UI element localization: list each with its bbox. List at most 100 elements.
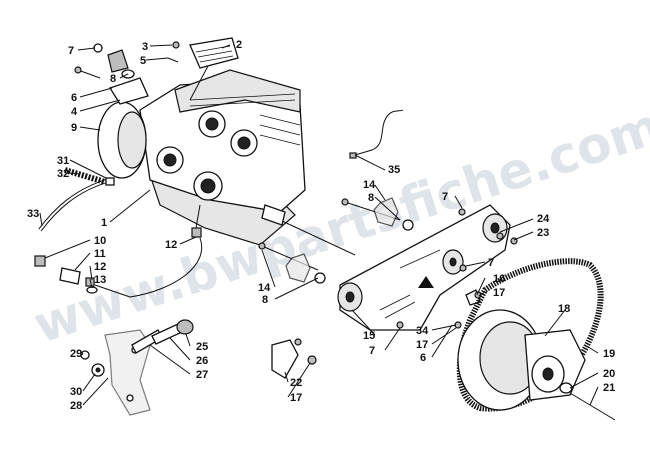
drive-clutch-assembly	[456, 258, 616, 421]
callout-23: 23	[537, 227, 549, 239]
callout-15: 15	[363, 330, 375, 342]
callout-18: 18	[558, 303, 570, 315]
callout-8: 8	[262, 294, 268, 306]
callout-10: 10	[94, 235, 106, 247]
callout-17: 17	[416, 339, 428, 351]
part-7-gear-top	[107, 49, 129, 73]
plate-hole-2	[126, 394, 134, 402]
part-24-washer	[496, 232, 504, 240]
part-17-bolt-lower	[307, 355, 317, 365]
crankshaft-flange	[261, 204, 286, 226]
front-engine-mount	[109, 77, 149, 105]
part-7-nut-mid	[459, 264, 467, 272]
mount-plate-assembly	[80, 319, 317, 416]
callout-17: 17	[493, 287, 505, 299]
callout-34: 34	[416, 325, 429, 337]
part-22-rivet	[294, 338, 302, 346]
part-12-line	[94, 237, 203, 298]
callout-2: 2	[236, 39, 242, 51]
callout-8: 8	[368, 192, 374, 204]
part-7-nut-right	[458, 208, 466, 216]
part-32-spring	[64, 167, 106, 185]
callout-27: 27	[196, 369, 208, 381]
part-3-screw	[172, 41, 180, 49]
recoil-housing-cover	[117, 111, 147, 169]
part-8-bushing-lower	[314, 272, 326, 284]
part-11-fitting	[59, 267, 81, 285]
callout-24: 24	[537, 213, 550, 225]
callout-14: 14	[258, 282, 271, 294]
callout-28: 28	[70, 400, 82, 412]
callout-19: 19	[603, 348, 615, 360]
part-33-hose	[38, 178, 111, 232]
callout-33: 33	[27, 208, 39, 220]
part-10-plug	[34, 255, 46, 267]
bracket-slots	[379, 249, 441, 319]
leader-lines	[39, 44, 599, 406]
callout-7: 7	[488, 257, 494, 269]
callout-16: 16	[493, 273, 505, 285]
part-7-nut-bottom	[396, 321, 404, 329]
callout-6: 6	[71, 92, 77, 104]
cooling-fins	[189, 93, 301, 146]
exhaust-port-right-bore	[200, 178, 216, 194]
callout-7: 7	[442, 191, 448, 203]
callout-12: 12	[165, 239, 177, 251]
intake-port-upper-left-bore	[205, 117, 219, 131]
part-25-cap	[176, 319, 194, 335]
part-8-washer-top	[121, 69, 135, 79]
driveshaft-bracket	[337, 204, 518, 331]
part-35-ground-cable	[354, 109, 404, 156]
callout-7: 7	[369, 345, 375, 357]
part-7-nut-top	[93, 43, 103, 53]
callout-13: 13	[94, 274, 106, 286]
callout-4: 4	[71, 106, 78, 118]
callout-9: 9	[71, 122, 77, 134]
part-31-clamp	[105, 177, 115, 186]
left-hose-parts	[34, 167, 203, 298]
part-8-bushing-upper	[402, 219, 414, 231]
part-14-sprocket-lower	[285, 253, 311, 283]
exhaust-port-left-bore	[163, 153, 177, 167]
callout-29: 29	[70, 348, 82, 360]
callout-20: 20	[603, 368, 615, 380]
callout-35: 35	[388, 164, 400, 176]
callout-1: 1	[101, 217, 107, 229]
callout-32: 32	[57, 168, 69, 180]
warning-triangle-icon	[418, 276, 434, 288]
callout-17: 17	[290, 392, 302, 404]
part-21-clutch-bolt	[569, 392, 616, 421]
callout-30: 30	[70, 386, 82, 398]
callout-31: 31	[57, 155, 69, 167]
callout-25: 25	[196, 341, 208, 353]
part-6-bolt-top	[77, 69, 101, 79]
fitting-12-upper	[191, 227, 202, 238]
part-22-bracket	[271, 339, 299, 379]
callout-8: 8	[110, 73, 116, 85]
callout-21: 21	[603, 382, 615, 394]
gauge-stem	[189, 65, 209, 101]
callout-12: 12	[94, 261, 106, 273]
crankshaft-output	[279, 219, 356, 256]
engine-assembly	[97, 69, 356, 256]
intake-port-upper-right-bore	[237, 136, 251, 150]
part-12-fitting	[85, 277, 95, 287]
callout-3: 3	[142, 41, 148, 53]
part-20-washer	[559, 382, 573, 394]
part-14-sprocket-upper	[373, 197, 399, 227]
callout-5: 5	[140, 55, 146, 67]
gauge-panel	[189, 37, 239, 69]
chaincase-plate	[339, 204, 511, 331]
part-5-pin	[167, 57, 179, 63]
callout-6: 6	[420, 352, 426, 364]
gauge-assembly	[167, 37, 239, 101]
sprocket-bolt-assemblies	[258, 197, 414, 284]
callout-7: 7	[68, 45, 74, 57]
callout-labels: 7 2 3 5 8 6 4 9 31 32 33 1 10 11 12 13 1…	[27, 39, 615, 412]
callout-22: 22	[290, 377, 302, 389]
callout-11: 11	[94, 248, 106, 260]
callout-14: 14	[363, 179, 376, 191]
callout-26: 26	[196, 355, 208, 367]
